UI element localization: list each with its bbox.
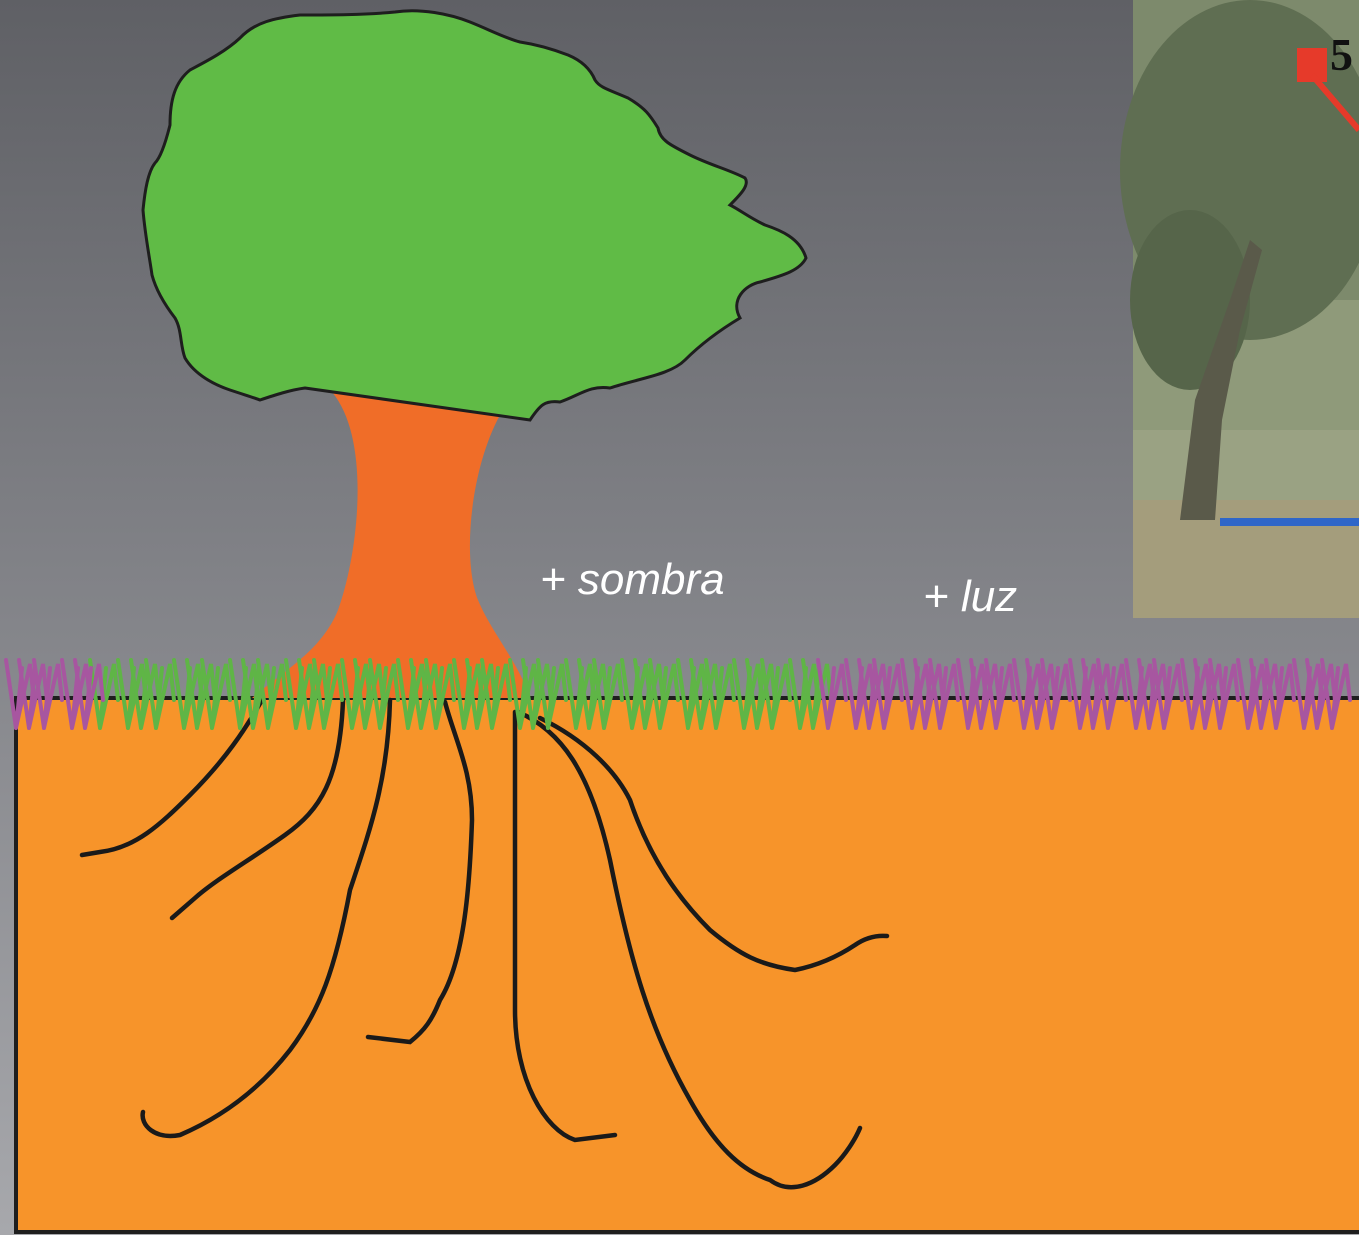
shade-label: + sombra [540, 555, 725, 605]
photo-inset [1120, 0, 1359, 618]
soil-block [16, 698, 1359, 1232]
photo-measure-line [1220, 518, 1359, 526]
photo-marker-number: 5 [1330, 28, 1353, 81]
tree-canopy [143, 11, 806, 420]
tree-trunk [252, 392, 530, 698]
light-label: + luz [923, 572, 1017, 622]
